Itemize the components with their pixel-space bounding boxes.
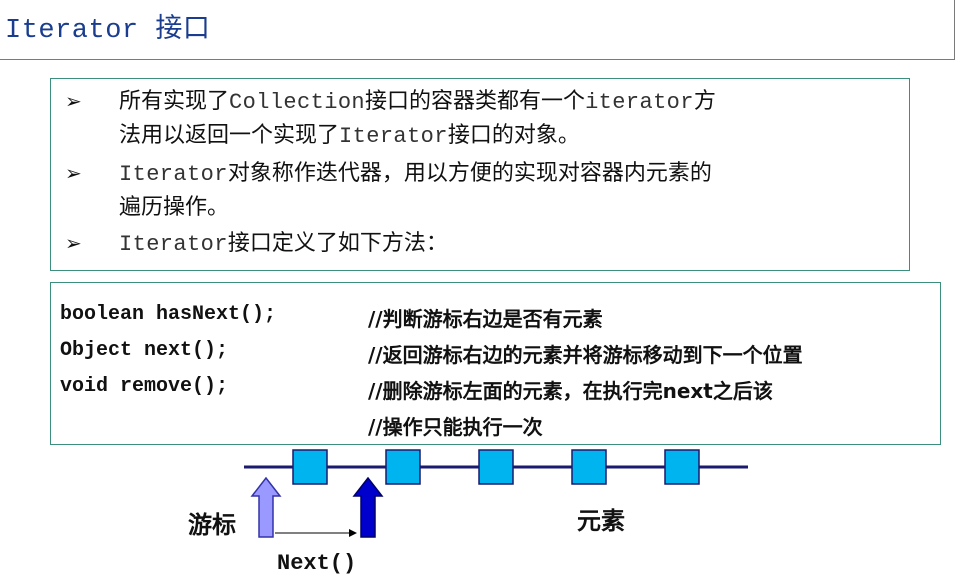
bullet-text: 所有实现了Collection接口的容器类都有一个iterator方 法用以返回…	[119, 85, 889, 153]
cursor-label: 游标	[188, 511, 236, 539]
next-label: Next()	[277, 551, 357, 576]
bullet-arrow-icon: ➢	[65, 231, 82, 255]
method-comment: //判断游标右边是否有元素	[368, 307, 603, 331]
bullet-text: Iterator接口定义了如下方法：	[119, 227, 889, 261]
bullet-arrow-icon: ➢	[65, 161, 82, 185]
element-label: 元素	[577, 507, 625, 535]
iterator-diagram-svg	[244, 449, 748, 538]
code-box: boolean hasNext(); //判断游标右边是否有元素 Object …	[50, 282, 941, 445]
bullet-line: 所有实现了Collection接口的容器类都有一个iterator方	[119, 89, 716, 115]
method-signature: Object next();	[60, 339, 229, 362]
element-box	[664, 449, 700, 485]
code-row: void remove(); //删除游标左面的元素，在执行完next之后该	[60, 375, 930, 409]
bullet-line: 遍历操作。	[119, 195, 230, 220]
bullet-line: Iterator接口定义了如下方法：	[119, 231, 448, 257]
method-signature: void remove();	[60, 375, 229, 398]
element-box	[571, 449, 607, 485]
bullet-arrow-icon: ➢	[65, 89, 82, 113]
cursor-arrow-icon	[250, 476, 282, 538]
bullet-line: 法用以返回一个实现了Iterator接口的对象。	[119, 123, 580, 149]
method-comment: //返回游标右边的元素并将游标移动到下一个位置	[368, 343, 803, 367]
move-arrowhead-icon	[349, 529, 357, 537]
next-cursor-arrow-icon	[352, 476, 384, 538]
bullet-text: Iterator对象称作迭代器，用以方便的实现对容器内元素的 遍历操作。	[119, 157, 889, 224]
code-row: Object next(); //返回游标右边的元素并将游标移动到下一个位置	[60, 339, 930, 373]
method-signature: boolean hasNext();	[60, 303, 277, 326]
bullet-line: Iterator对象称作迭代器，用以方便的实现对容器内元素的	[119, 161, 712, 187]
elements-group	[292, 449, 700, 485]
element-box	[292, 449, 328, 485]
code-row: //操作只能执行一次	[60, 411, 930, 445]
element-box	[478, 449, 514, 485]
title-bar: Iterator 接口	[0, 0, 955, 60]
bullet-box: ➢ 所有实现了Collection接口的容器类都有一个iterator方 法用以…	[50, 78, 910, 271]
iterator-diagram: 游标 元素 Next()	[0, 445, 961, 576]
method-comment: //删除游标左面的元素，在执行完next之后该	[368, 379, 773, 403]
code-row: boolean hasNext(); //判断游标右边是否有元素	[60, 303, 930, 337]
element-box	[385, 449, 421, 485]
method-comment: //操作只能执行一次	[368, 415, 543, 439]
page-title: Iterator 接口	[5, 16, 211, 46]
